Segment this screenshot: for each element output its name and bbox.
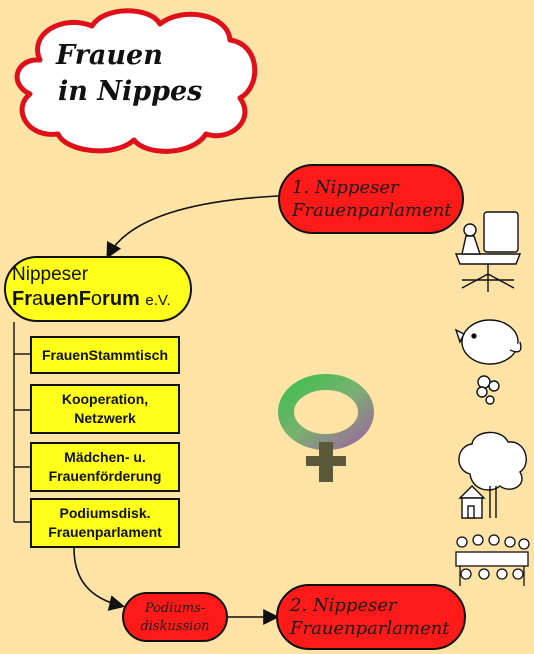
cloud-line-2: in Nippes [58, 76, 203, 107]
box-frauenstammtisch: FrauenStammtisch [30, 336, 180, 374]
parliament-2-line-1: 2. Nippeser [290, 595, 397, 616]
podium-pill: Podiums- diskussion [122, 592, 228, 642]
box-2-line-1: Kooperation, [61, 391, 149, 407]
parliament-1-pill: 1. Nippeser Frauenparlament [278, 164, 464, 234]
box-3-line-2: Frauenförderung [48, 468, 162, 484]
piggy-bank-icon [454, 319, 522, 405]
tree-house-icon [458, 431, 527, 519]
cloud-line-1: Frauen [56, 40, 163, 71]
forum-brand: FrauenForum e.V. [12, 288, 171, 310]
box-podiumsdisk: Podiumsdisk. Frauenparlament [30, 498, 180, 548]
meeting-table-icon [455, 534, 530, 586]
parliament-2-pill: 2. Nippeser Frauenparlament [276, 584, 466, 650]
parliament-1-line-1: 1. Nippeser [292, 177, 399, 198]
box-3-line-1: Mädchen- u. [64, 449, 146, 465]
cloud-title: Frauen in Nippes [56, 38, 226, 110]
podium-line-1: Podiums- [144, 601, 206, 616]
box-2-line-2: Netzwerk [74, 410, 136, 426]
box-4-line-1: Podiumsdisk. [59, 505, 151, 521]
frauenforum-pill: Nippeser FrauenForum e.V. [4, 256, 192, 322]
parliament-1-line-2: Frauenparlament [292, 200, 452, 221]
box-1-line-1: FrauenStammtisch [41, 346, 169, 363]
female-symbol-icon [278, 374, 374, 482]
forum-line-1: Nippeser [12, 264, 89, 285]
parliament-2-line-2: Frauenparlament [290, 618, 450, 639]
arrow-box-to-podium [73, 547, 126, 611]
box-maedchen: Mädchen- u. Frauenförderung [30, 442, 180, 492]
podium-line-2: diskussion [140, 619, 210, 634]
office-chair-icon [454, 211, 522, 292]
box-4-line-2: Frauenparlament [48, 524, 162, 540]
forum-suffix: e.V. [145, 292, 171, 309]
box-kooperation: Kooperation, Netzwerk [30, 384, 180, 434]
arrow-parliament1-to-forum [106, 195, 279, 259]
